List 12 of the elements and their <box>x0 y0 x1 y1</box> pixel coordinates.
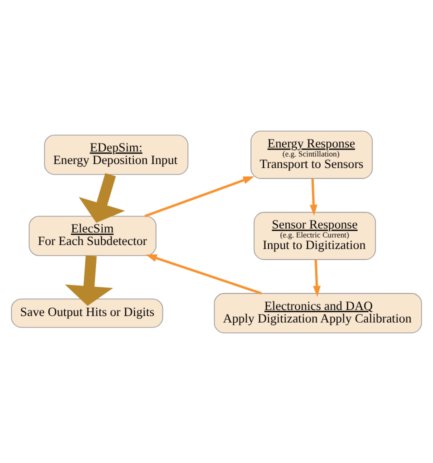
arrow <box>144 176 254 217</box>
arrow <box>78 172 126 222</box>
node-box: Sensor Response (e.g. Electric Current) Input to Digitization <box>254 211 376 260</box>
node-box: EDepSim: Energy Deposition Input <box>44 134 188 174</box>
node-box: Save Output Hits or Digits <box>11 298 164 328</box>
node-box: Energy Response (e.g. Scintillation) Transport to Sensors <box>250 130 373 178</box>
arrow <box>310 178 318 216</box>
arrow <box>64 254 114 306</box>
arrow <box>146 254 262 294</box>
node-box: ElecSim For Each Subdetector <box>28 215 156 256</box>
arrow <box>312 259 321 296</box>
node-box: Electronics and DAQ Apply Digitization Apply Calibration <box>214 292 422 333</box>
